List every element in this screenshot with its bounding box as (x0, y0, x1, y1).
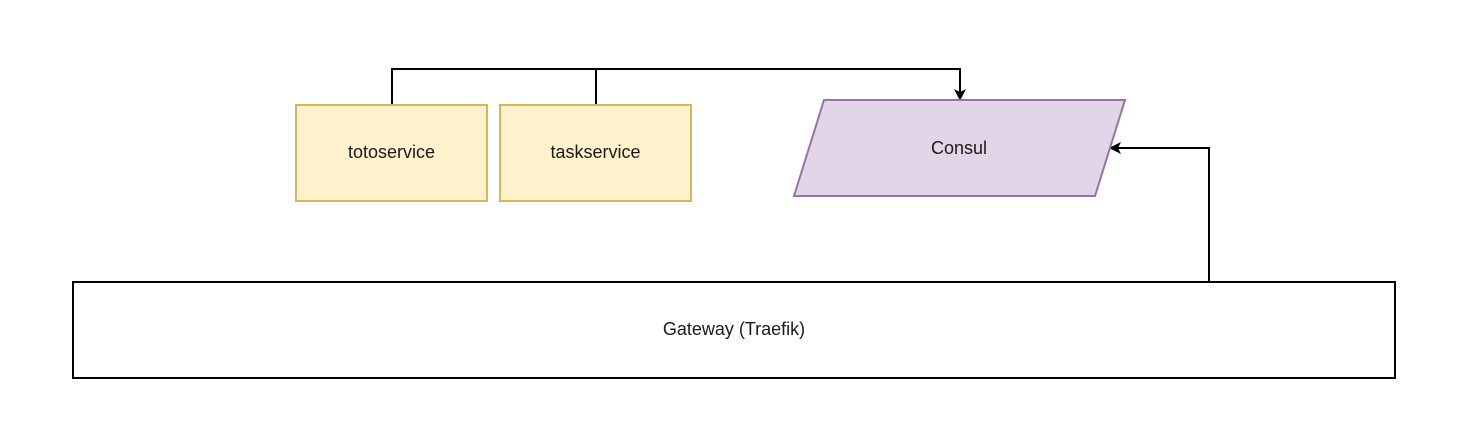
gateway-box[interactable] (72, 281, 1396, 379)
totoservice-label: totoservice (348, 142, 435, 162)
gateway-label: Gateway (Traefik) (663, 319, 805, 339)
taskservice-label: taskservice (550, 142, 640, 162)
node-gateway[interactable]: Gateway (Traefik) (72, 281, 1396, 379)
node-taskservice[interactable]: taskservice (499, 104, 692, 202)
totoservice-box[interactable] (295, 104, 488, 202)
edge-totoservice-to-consul (391, 68, 966, 104)
consul-label: Consul (931, 138, 987, 158)
node-consul[interactable]: Consul (792, 99, 1127, 197)
taskservice-box[interactable] (499, 104, 692, 202)
consul-parallelogram[interactable] (792, 99, 1127, 197)
node-totoservice[interactable]: totoservice (295, 104, 488, 202)
